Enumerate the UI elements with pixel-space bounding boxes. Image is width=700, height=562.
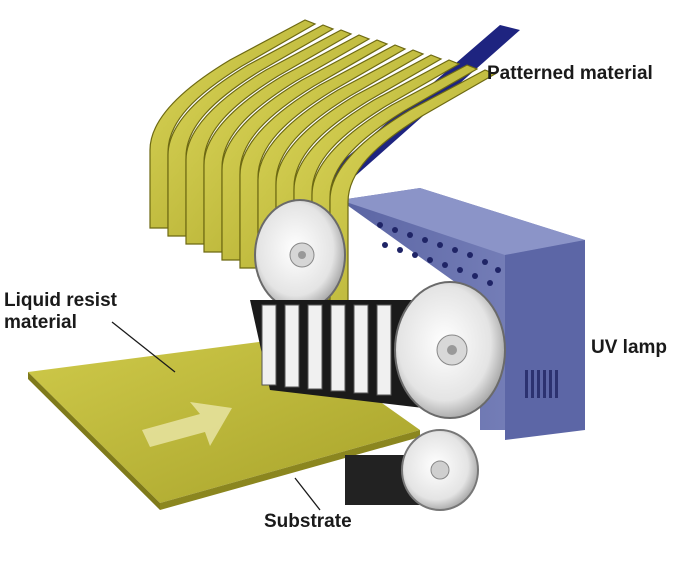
liquid-resist-material-label: Liquid resist material — [4, 290, 117, 334]
liquid-resist-leader — [111, 321, 176, 373]
uv-lamp-housing — [340, 188, 585, 440]
substrate-label: Substrate — [264, 511, 352, 532]
uv-lamp-label: UV lamp — [591, 337, 668, 358]
liquid-resist-label-line1: Liquid resist — [4, 290, 117, 311]
top-roller — [254, 199, 346, 311]
patterned-material-label: Patterned material — [487, 63, 653, 84]
bottom-roller — [345, 429, 479, 511]
liquid-resist-label-line2: material — [4, 312, 77, 333]
substrate-leader — [294, 477, 321, 511]
main-roller — [250, 281, 506, 419]
direction-arrow-icon — [142, 402, 232, 447]
